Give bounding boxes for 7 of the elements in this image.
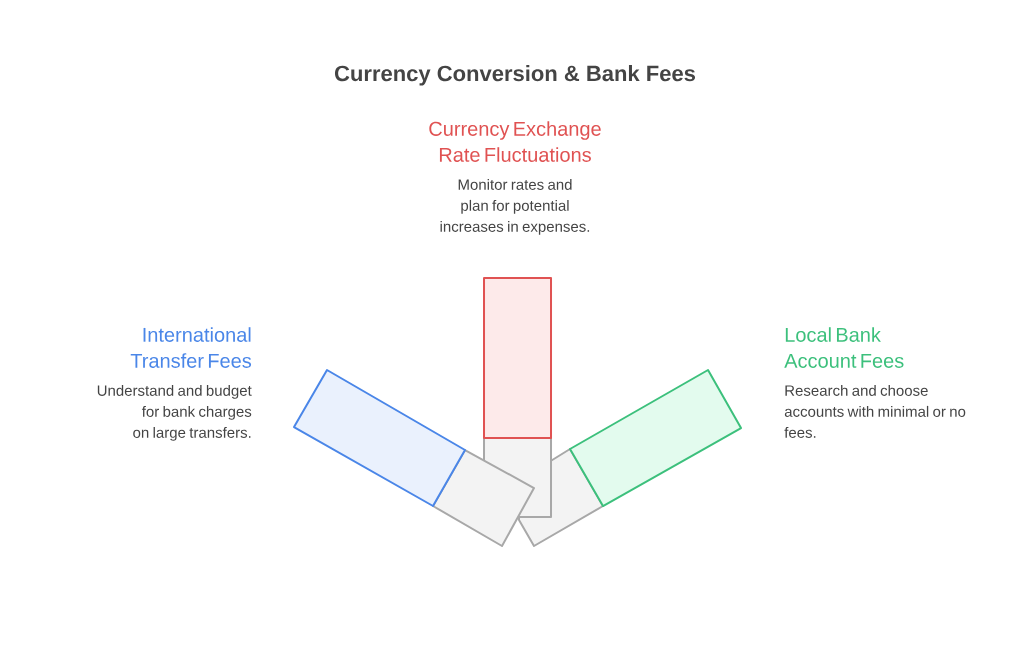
description: Understand and budget for bank charges on large transfers. — [97, 384, 252, 441]
description: Research and choose accounts with minimal or no fees. — [784, 384, 966, 438]
description: Monitor rates and plan for potential increases in expenses. — [440, 178, 590, 235]
heading: Currency Exchange Rate Fluctuations — [429, 121, 601, 162]
heading: International Transfer Fees — [130, 327, 252, 368]
heading: Local Bank Account Fees — [784, 327, 904, 368]
title: Currency Conversion & Bank Fees — [334, 65, 695, 86]
